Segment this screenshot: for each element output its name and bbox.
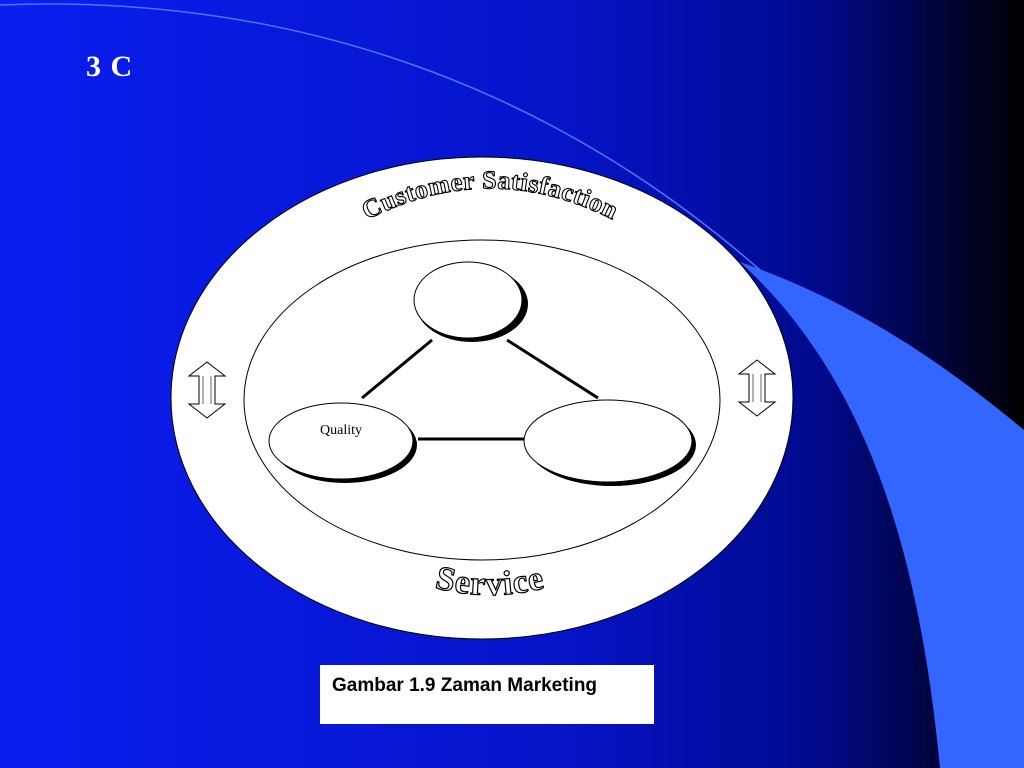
decorative-swoosh (740, 262, 1024, 768)
double-arrow-icon (187, 361, 227, 419)
caption-text: Gambar 1.9 Zaman Marketing (332, 675, 598, 696)
edge-top-right (506, 338, 599, 400)
service-label: Service (433, 560, 548, 604)
node-left (268, 402, 414, 480)
slide-title: 3 C (86, 50, 134, 83)
decorative-swoosh-line (0, 3, 761, 271)
node-top (413, 261, 523, 339)
caption-box: Gambar 1.9 Zaman Marketing (320, 665, 654, 724)
edge-top-left (361, 338, 433, 400)
node-quality-label: Quality (320, 423, 362, 438)
double-arrow-icon (737, 359, 777, 417)
node-right (523, 399, 693, 483)
